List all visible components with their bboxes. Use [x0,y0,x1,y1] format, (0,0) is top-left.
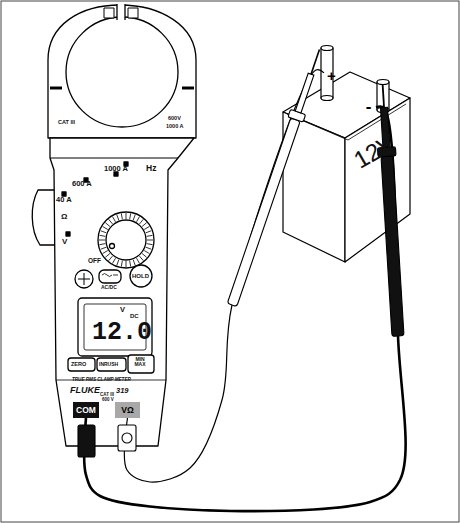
display-mode: DC [130,313,139,319]
voltage-rating: 600 V [102,398,114,403]
range-label: Hz [146,164,156,173]
red-probe [224,47,327,308]
cat-rating: CAT III [58,120,75,126]
button-label: ZERO [71,362,86,368]
dial-knurl [99,213,153,267]
plugs [78,425,136,457]
black-probe [374,84,407,337]
current-rating: 1000 A [166,124,184,130]
clamp-meter [32,2,196,446]
range-label: 1000 A [104,165,128,173]
range-label: OFF [88,258,101,265]
display-reading: 12.0 [92,320,152,345]
range-label: V [62,238,67,246]
model-text: TRUE RMS CLAMP METER [72,378,131,383]
brand-name: FLUKE [70,386,100,395]
node-text: - [366,98,372,115]
button-label: MIN MAX [131,357,149,367]
node-text: VΩ [121,406,133,415]
com-jack: COM [73,402,99,418]
range-label: 600 A [72,180,92,188]
negative-terminal: - [361,96,376,117]
display-unit: V [120,306,125,314]
cat-rating: CAT III [100,393,114,398]
test-lead [84,107,406,511]
voltage-rating: 600V [168,116,181,122]
button-label: INRUSH [99,362,118,367]
range-label: Ω [61,213,67,221]
positive-terminal: + [324,66,339,85]
button-label: HOLD [132,273,149,279]
test-lead [124,70,324,482]
range-label: 40 A [56,196,72,204]
volt-ohm-jack: VΩ [115,402,140,418]
node-text: + [327,68,336,83]
node-text: COM [76,406,96,415]
button-label: AC/DC [101,285,117,290]
model-number: 319 [116,387,129,395]
